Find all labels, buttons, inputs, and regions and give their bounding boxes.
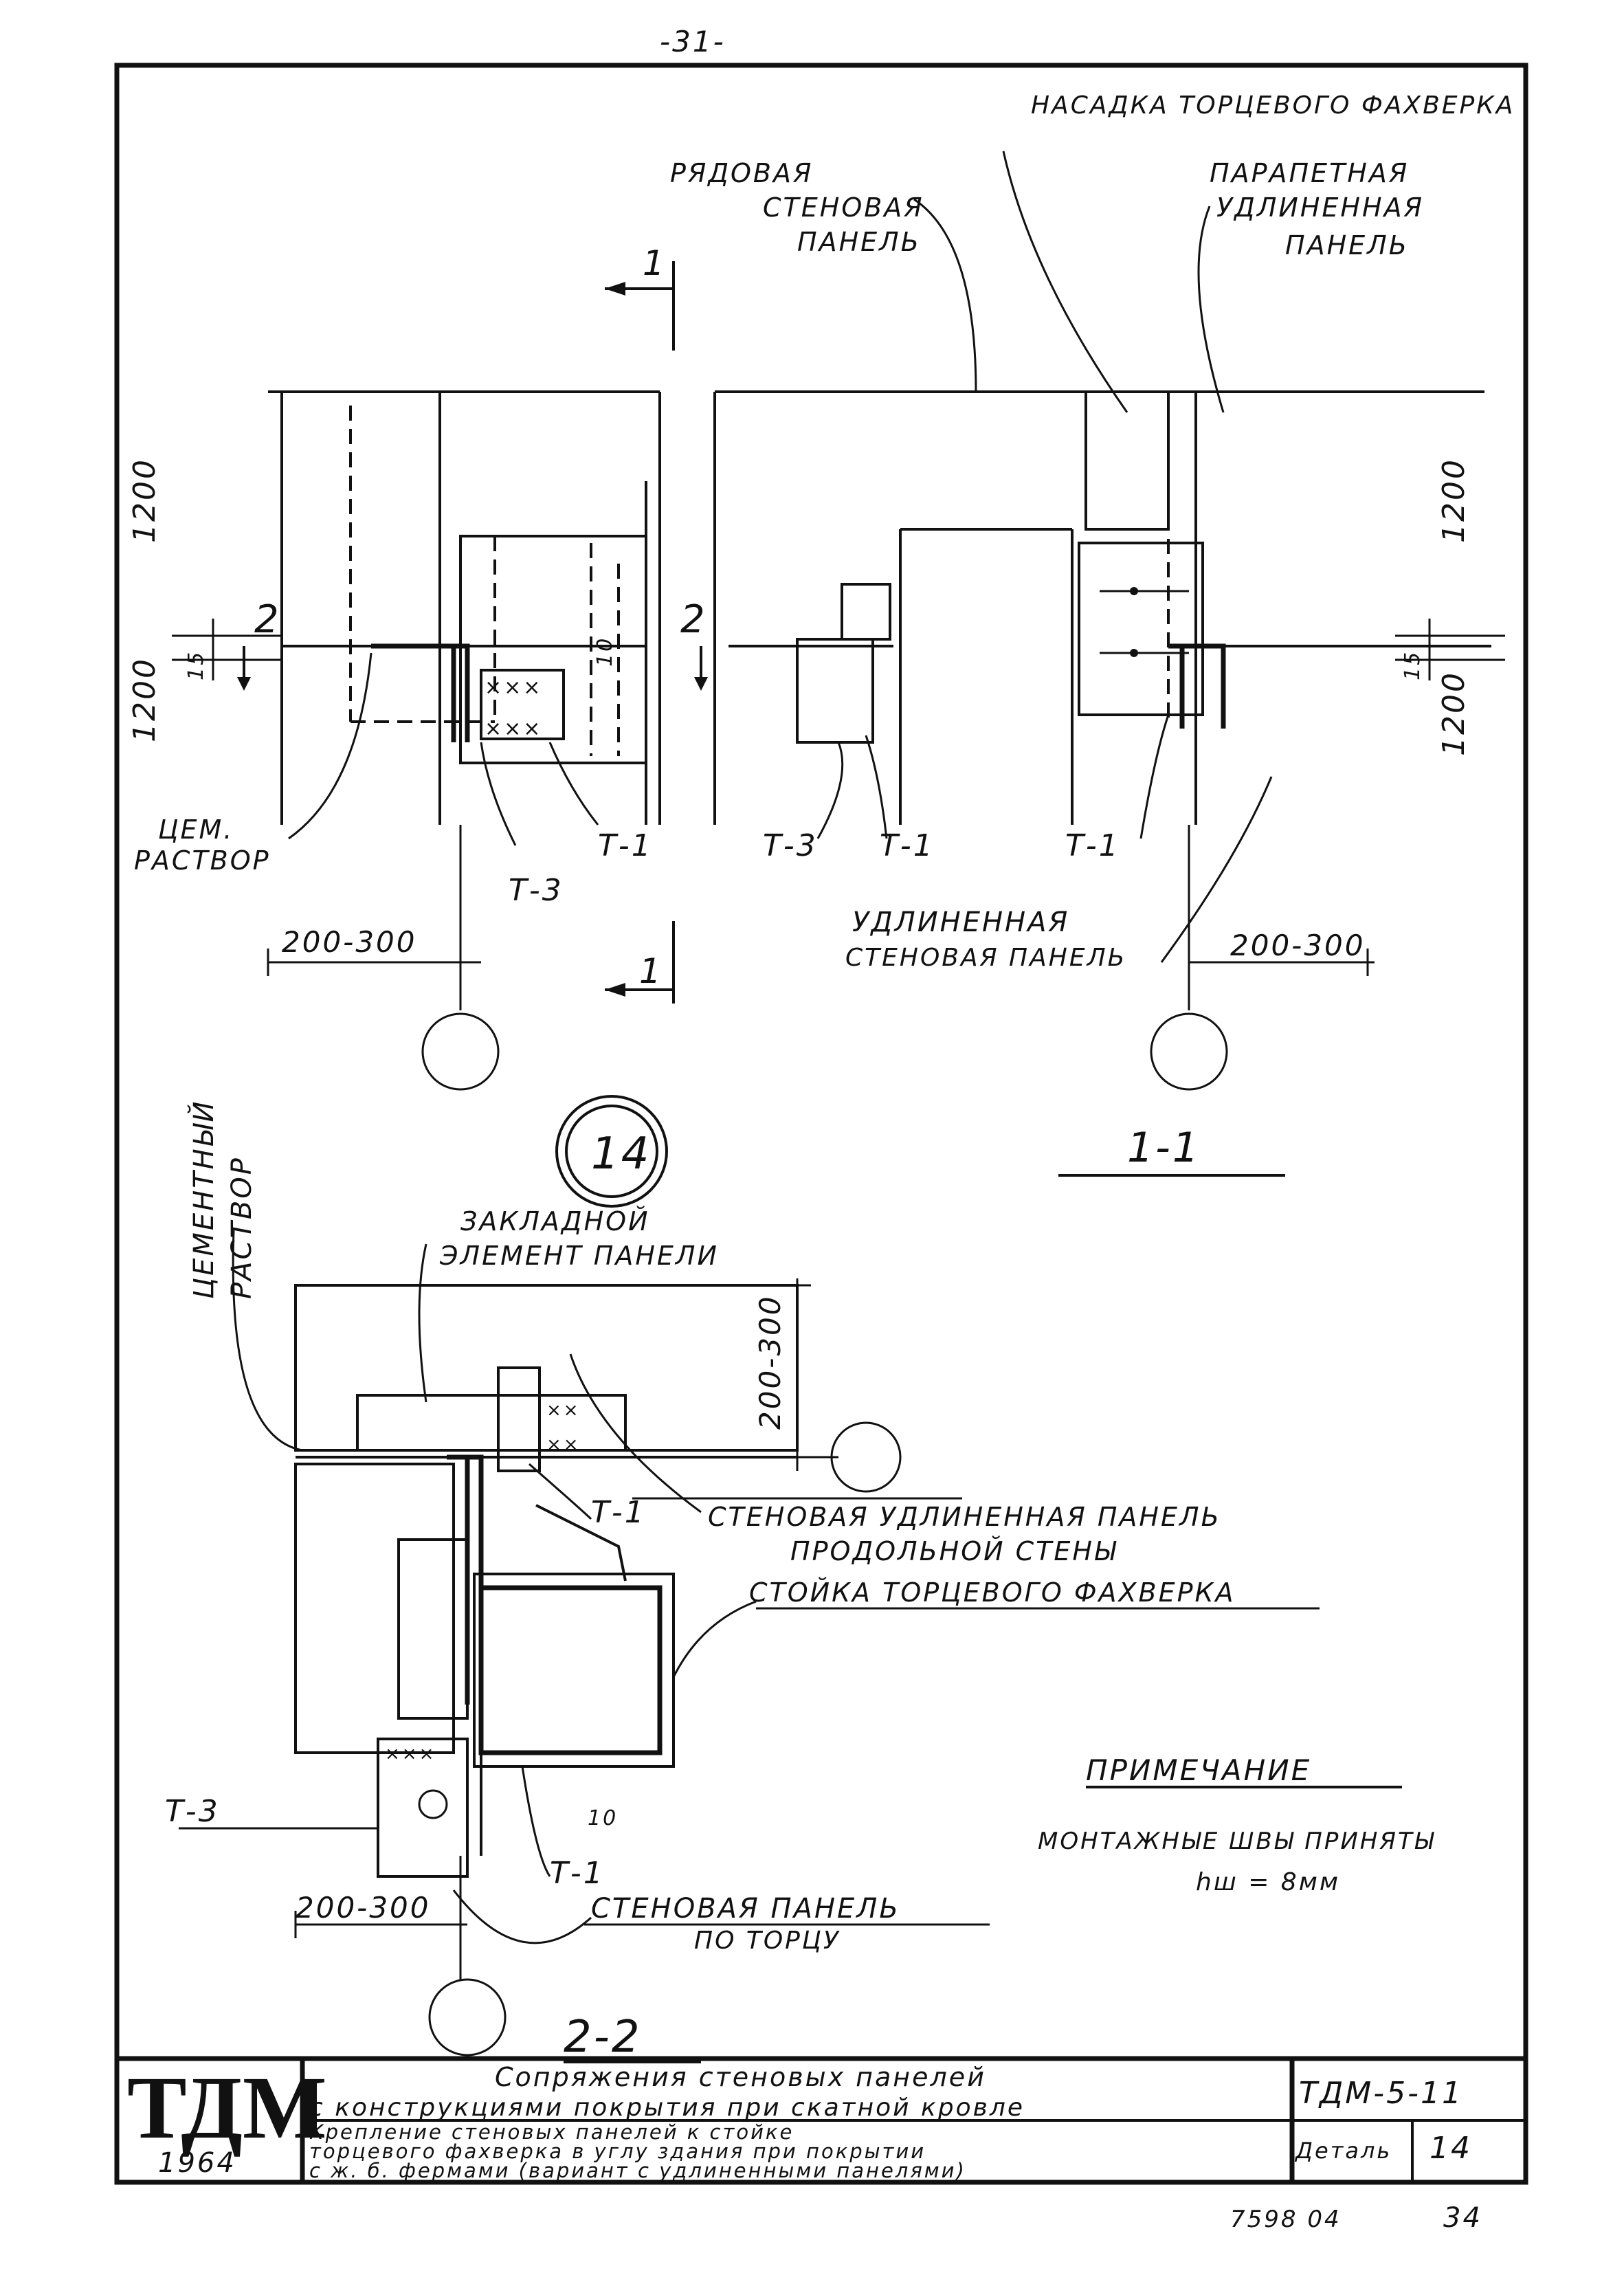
dim-1200-right-bottom: 1200 — [1436, 671, 1471, 756]
mark-t3-plan: Т-3 — [165, 1794, 220, 1829]
title-block-code: ТДМ-5-11 — [1299, 2076, 1463, 2111]
right-elevation — [713, 151, 1505, 1091]
dim-15-right: 15 — [1401, 650, 1425, 680]
detail-number: 14 — [591, 1129, 651, 1179]
label-udlin-2: СТЕНОВАЯ ПАНЕЛЬ — [845, 944, 1126, 972]
bottom-sheet: 34 — [1443, 2202, 1482, 2234]
label-sten-udl-1: СТЕНОВАЯ УДЛИНЕННАЯ ПАНЕЛЬ — [708, 1502, 1221, 1532]
label-parapet-2: УДЛИНЕННАЯ — [1216, 192, 1424, 223]
dim-10-plan: 10 — [588, 1806, 618, 1830]
title-block-detail-value: 14 — [1430, 2131, 1472, 2166]
label-cement-1: ЦЕМЕНТНЫЙ — [187, 1100, 220, 1299]
label-ryadovaya-3: ПАНЕЛЬ — [797, 227, 921, 257]
section-1-mark-bottom: 1 — [639, 951, 663, 991]
label-cem-1: ЦЕМ. — [158, 814, 234, 845]
note-title: ПРИМЕЧАНИЕ — [1086, 1753, 1311, 1787]
svg-text:×××: ××× — [485, 676, 542, 700]
dim-1200-left-bottom: 1200 — [127, 657, 162, 742]
page-number: -31- — [660, 25, 726, 58]
label-sten-udl-2: ПРОДОЛЬНОЙ СТЕНЫ — [790, 1536, 1117, 1566]
mark-t3-right: Т-3 — [763, 828, 818, 863]
note-line-2: hш = 8мм — [1196, 1868, 1340, 1896]
title-block-sub-1: Крепление стеновых панелей к стойке — [309, 2120, 794, 2144]
section-2-mark-left: 2 — [254, 597, 281, 642]
note-line-1: МОНТАЖНЫЕ ШВЫ ПРИНЯТЫ — [1038, 1828, 1436, 1855]
title-block-title-1: Сопряжения стеновых панелей — [495, 2062, 986, 2092]
label-ryadovaya-2: СТЕНОВАЯ — [763, 192, 924, 223]
section-1-mark-top: 1 — [643, 243, 667, 283]
label-parapet-1: ПАРАПЕТНАЯ — [1210, 158, 1409, 188]
dim-200-300-plan: 200-300 — [296, 1891, 431, 1925]
title-block-title-2: с конструкциями покрытия при скатной кро… — [309, 2094, 1025, 2122]
label-zaklad-1: ЗАКЛАДНОЙ — [460, 1206, 650, 1237]
dim-1200-left-top: 1200 — [127, 458, 162, 543]
label-sten-torc-2: ПО ТОРЦУ — [694, 1927, 841, 1955]
svg-text:××: ×× — [546, 1400, 581, 1421]
label-ryadovaya-1: РЯДОВАЯ — [670, 158, 813, 188]
label-stoyka: СТОЙКА ТОРЦЕВОГО ФАХВЕРКА — [749, 1577, 1236, 1608]
title-block-sub-2: торцевого фахверка в углу здания при пок… — [309, 2140, 926, 2163]
svg-text:×××: ××× — [385, 1744, 436, 1764]
dim-200-300-plan-vertical: 200-300 — [753, 1295, 787, 1430]
title-block-sub-3: с ж. б. фермами (вариант с удлиненными п… — [309, 2159, 966, 2182]
mark-t1-right: Т-1 — [1065, 828, 1120, 863]
label-sten-torc-1: СТЕНОВАЯ ПАНЕЛЬ — [591, 1893, 900, 1925]
svg-text:×××: ××× — [485, 717, 542, 741]
bottom-code: 7598 04 — [1230, 2206, 1342, 2233]
section-2-mark-right: 2 — [680, 597, 707, 642]
section-2-2-title: 2-2 — [564, 2012, 642, 2063]
label-nasadka: НАСАДКА ТОРЦЕВОГО ФАХВЕРКА — [1031, 91, 1515, 120]
svg-text:××: ×× — [546, 1434, 581, 1455]
dim-10-left: 10 — [593, 636, 617, 667]
label-udlin-1: УДЛИНЕННАЯ — [852, 907, 1069, 938]
sheet-frame — [114, 63, 1528, 2185]
mark-t1-plan-top: Т-1 — [591, 1495, 646, 1530]
mark-t1-plan-bottom: Т-1 — [550, 1856, 605, 1891]
title-block-detail-label: Деталь — [1294, 2138, 1392, 2164]
mark-t1-left: Т-1 — [598, 828, 653, 863]
label-cement-2: РАСТВОР — [226, 1156, 258, 1299]
title-block-frame — [117, 2056, 1526, 2182]
dim-15-left: 15 — [184, 650, 208, 680]
detail-circle — [555, 1095, 668, 1208]
dim-1200-right-top: 1200 — [1436, 458, 1471, 543]
section-1-1-title: 1-1 — [1127, 1124, 1201, 1172]
title-block-year: 1964 — [158, 2147, 236, 2179]
mark-t1-mid: Т-1 — [880, 828, 935, 863]
dim-200-300-left: 200-300 — [282, 925, 417, 959]
plan-2-2: ×× ×× ××× — [179, 1230, 1320, 2056]
label-cem-2: РАСТВОР — [134, 845, 271, 876]
label-zaklad-2: ЭЛЕМЕНТ ПАНЕЛИ — [439, 1241, 719, 1271]
title-block-logo: ТДМ — [127, 2059, 327, 2158]
label-parapet-3: ПАНЕЛЬ — [1285, 230, 1409, 260]
left-elevation: ××× ××× — [172, 261, 708, 1091]
mark-t3-left: Т-3 — [509, 873, 564, 908]
dim-200-300-right: 200-300 — [1230, 929, 1366, 962]
